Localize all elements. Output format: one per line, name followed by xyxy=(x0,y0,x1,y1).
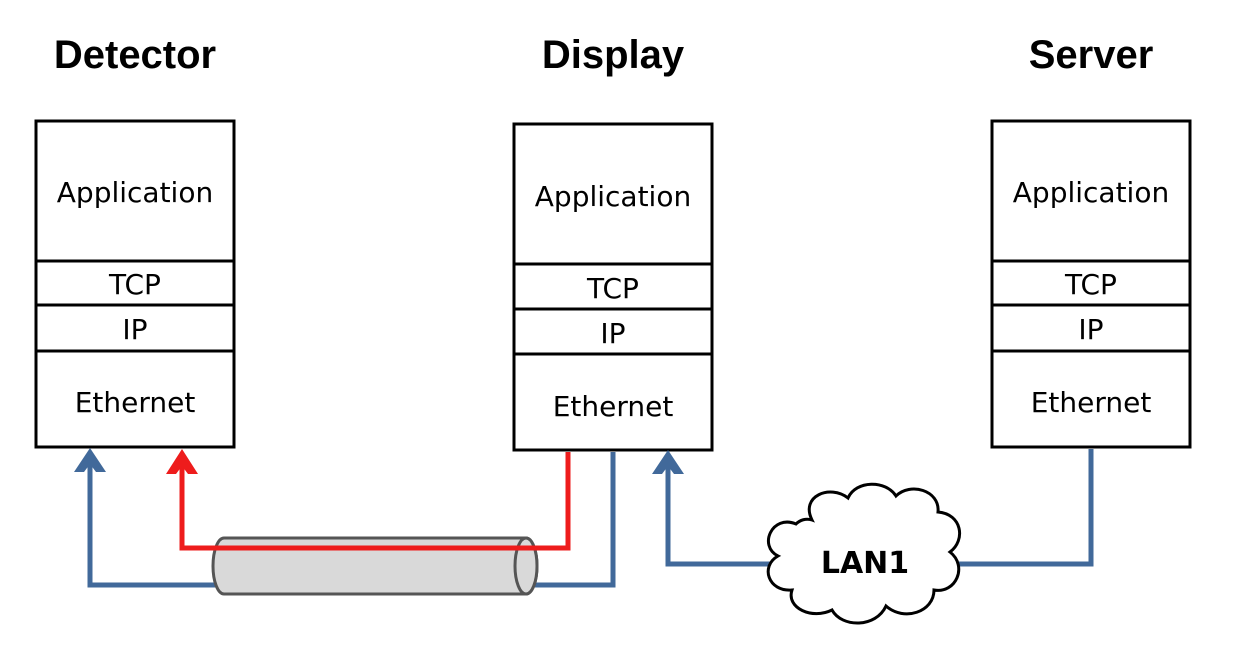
detector-stack: Application TCP IP Ethernet xyxy=(34,119,236,449)
detector-application-layer: Application xyxy=(57,176,213,209)
cable-end xyxy=(513,536,539,596)
detector-ip-layer: IP xyxy=(122,313,147,346)
server-tcp-layer: TCP xyxy=(1064,268,1117,301)
blue-arrowhead-detector xyxy=(74,448,106,472)
lan-cloud: LAN1 xyxy=(766,482,961,625)
blue-link-server-to-lan xyxy=(955,449,1094,567)
server-application-layer: Application xyxy=(1013,176,1169,209)
display-ip-layer: IP xyxy=(600,317,625,350)
server-stack-box xyxy=(990,119,1192,449)
detector-stack-box xyxy=(34,119,236,449)
display-ethernet-layer: Ethernet xyxy=(553,390,674,423)
cable-cylinder xyxy=(211,536,539,596)
red-arrowhead-detector xyxy=(166,449,198,474)
red-link-display-to-detector xyxy=(179,452,571,551)
cloud-shape xyxy=(766,482,961,625)
server-title: Server xyxy=(1029,33,1154,77)
display-tcp-layer: TCP xyxy=(586,272,639,305)
server-stack: Application TCP IP Ethernet xyxy=(990,119,1192,449)
detector-title: Detector xyxy=(54,33,216,77)
lan1-label: LAN1 xyxy=(821,546,909,581)
blue-link-lan-to-display xyxy=(665,466,778,567)
server-ethernet-layer: Ethernet xyxy=(1031,386,1152,419)
detector-ethernet-layer: Ethernet xyxy=(75,386,196,419)
blue-arrowhead-display xyxy=(652,450,684,474)
display-stack: Application TCP IP Ethernet xyxy=(512,122,714,452)
display-title: Display xyxy=(542,33,685,77)
display-stack-box xyxy=(512,122,714,452)
display-application-layer: Application xyxy=(535,180,691,213)
server-ip-layer: IP xyxy=(1078,313,1103,346)
detector-tcp-layer: TCP xyxy=(108,268,161,301)
